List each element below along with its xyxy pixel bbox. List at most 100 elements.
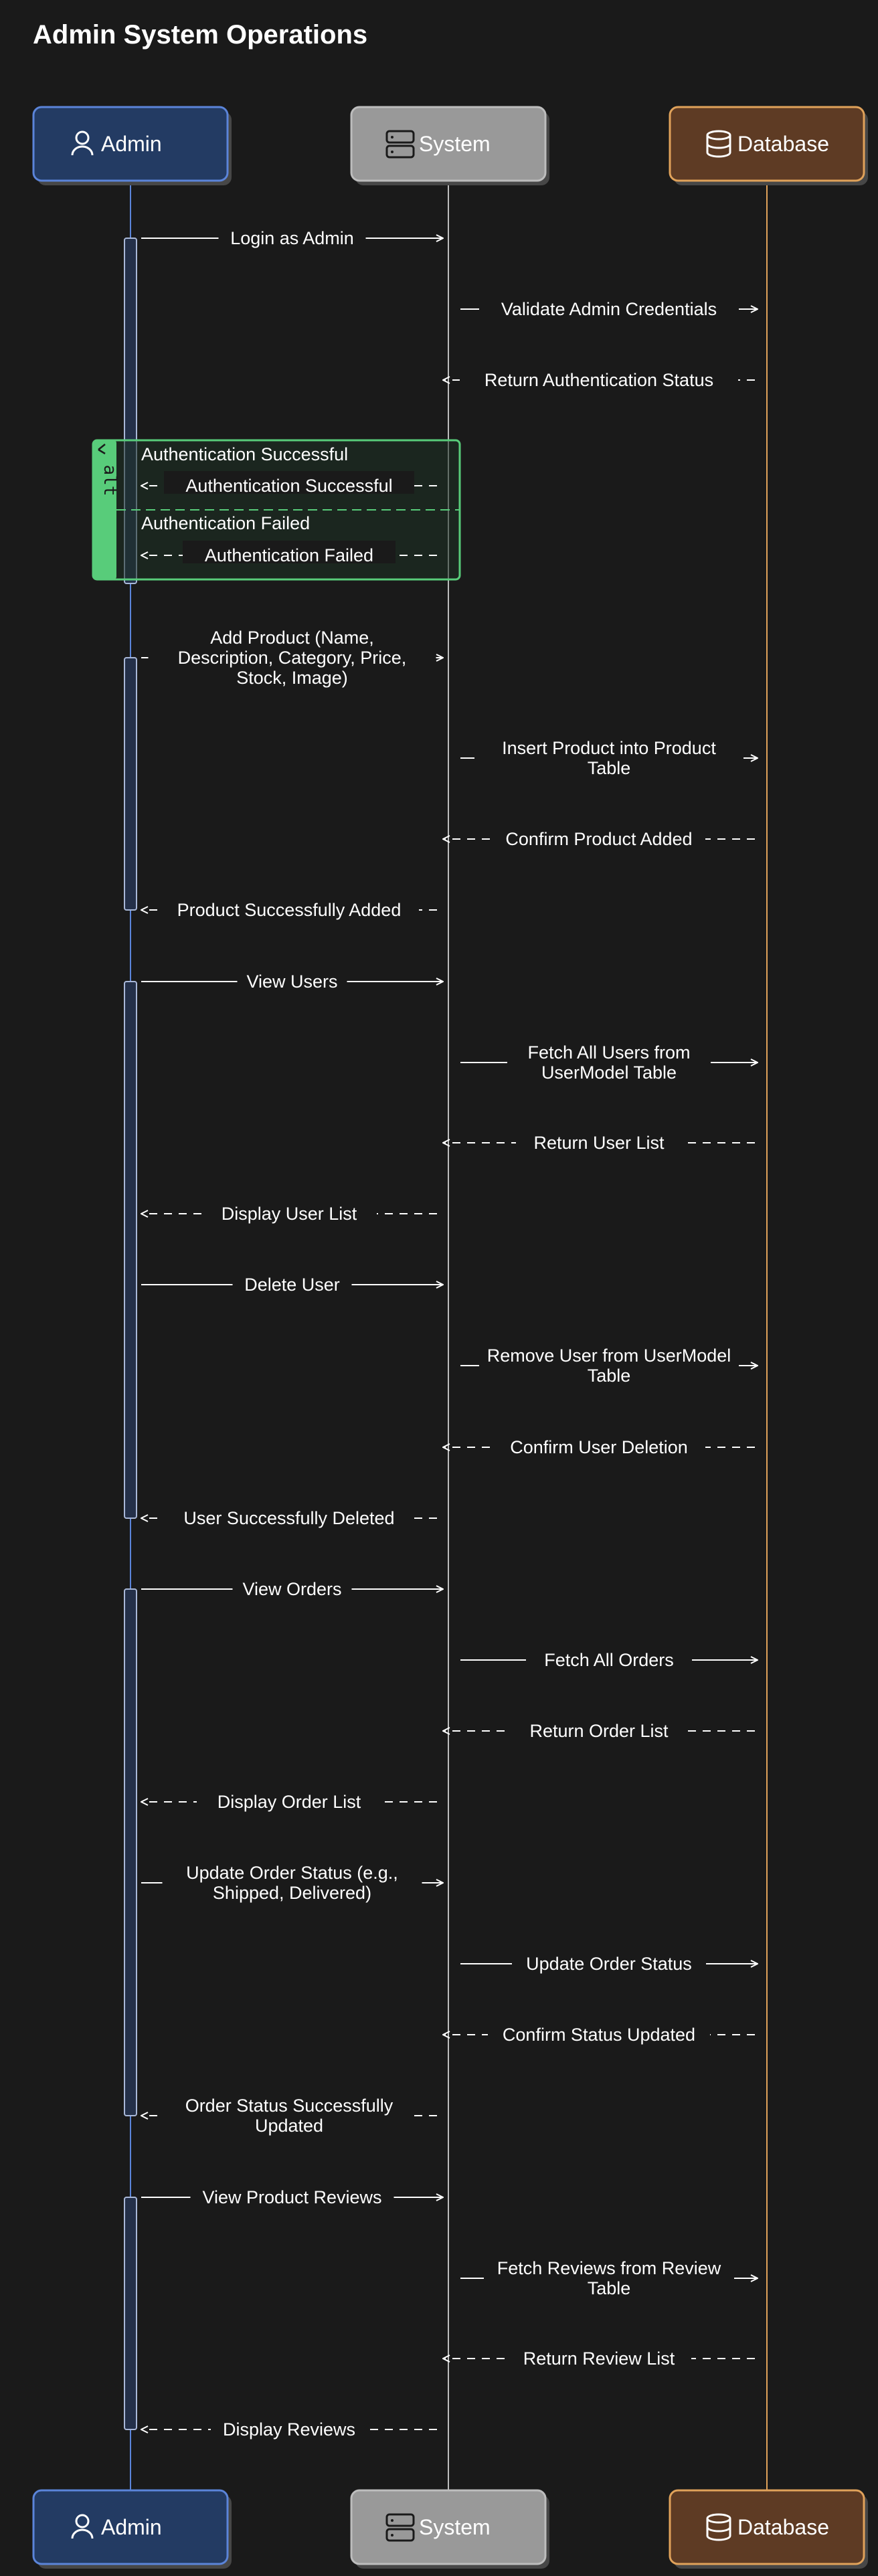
message-12: Display User List bbox=[141, 1199, 437, 1224]
message-label-bg bbox=[526, 1645, 692, 1668]
message-label-bg bbox=[488, 2020, 710, 2043]
message-27: Return Review List bbox=[443, 2344, 755, 2369]
message-label: Confirm User Deletion bbox=[510, 1437, 688, 1457]
message-label-bg bbox=[484, 2253, 734, 2296]
message-label-bg bbox=[479, 294, 739, 317]
message-2: Return Authentication Status bbox=[443, 365, 755, 390]
message-label-bg bbox=[159, 895, 419, 918]
actor-admin-top[interactable]: Admin bbox=[32, 106, 232, 185]
actor-box bbox=[350, 106, 547, 182]
message-label-bg bbox=[493, 824, 705, 847]
message-label: Updated bbox=[255, 2116, 323, 2136]
message-label: Remove User from UserModel bbox=[487, 1346, 731, 1366]
actor-system-bottom[interactable]: System bbox=[350, 2489, 549, 2569]
message-7: Confirm Product Added bbox=[443, 824, 755, 849]
message-label-bg bbox=[474, 733, 743, 776]
message-label: View Users bbox=[246, 972, 337, 992]
message-label-bg bbox=[237, 967, 347, 990]
message-1: Validate Admin Credentials bbox=[460, 294, 758, 319]
message-label: View Orders bbox=[242, 1579, 341, 1599]
actor-admin-bottom[interactable]: Admin bbox=[32, 2489, 232, 2569]
user-icon bbox=[71, 2514, 94, 2539]
message-label: Validate Admin Credentials bbox=[501, 299, 717, 319]
message-label-bg bbox=[516, 1128, 682, 1151]
message-label-bg bbox=[162, 1858, 422, 1901]
user-icon bbox=[71, 130, 94, 156]
message-label: Table bbox=[588, 758, 631, 778]
message-label: Login as Admin bbox=[230, 228, 354, 248]
message-label: Table bbox=[588, 1366, 631, 1386]
message-label: Confirm Product Added bbox=[505, 829, 692, 849]
message-label-bg bbox=[190, 2183, 394, 2205]
message-label: Product Successfully Added bbox=[177, 900, 402, 920]
message-17: View Orders bbox=[141, 1574, 443, 1599]
message-label: Shipped, Delivered) bbox=[213, 1883, 371, 1903]
server-icon bbox=[385, 130, 415, 159]
actor-box bbox=[669, 2489, 865, 2565]
message-label-bg bbox=[493, 1433, 705, 1455]
actor-database-top[interactable]: Database bbox=[669, 106, 868, 185]
message-5: Add Product (Name,Description, Category,… bbox=[141, 623, 443, 688]
actor-label: System bbox=[419, 2515, 491, 2539]
message-19: Return Order List bbox=[443, 1716, 755, 1741]
actor-box bbox=[350, 2489, 547, 2565]
alt-tag: alt bbox=[100, 465, 120, 496]
message-label: Confirm Status Updated bbox=[503, 2025, 695, 2045]
actor-label: System bbox=[419, 132, 491, 156]
message-label: Authentication Successful bbox=[185, 476, 392, 496]
message-18: Fetch All Orders bbox=[460, 1645, 758, 1670]
message-3: Authentication Successful bbox=[141, 471, 437, 496]
actor-label: Admin bbox=[101, 132, 162, 156]
message-4: Authentication Failed bbox=[141, 541, 437, 565]
message-28: Display Reviews bbox=[141, 2415, 437, 2440]
message-13: Delete User bbox=[141, 1270, 443, 1295]
message-label: View Product Reviews bbox=[202, 2187, 381, 2207]
message-label: Return User List bbox=[533, 1133, 665, 1153]
message-20: Display Order List bbox=[141, 1787, 437, 1812]
actor-database-bottom[interactable]: Database bbox=[669, 2489, 868, 2569]
actor-box bbox=[32, 2489, 229, 2565]
message-label: User Successfully Deleted bbox=[183, 1508, 394, 1528]
message-label-bg bbox=[183, 541, 396, 563]
message-label: Stock, Image) bbox=[236, 668, 348, 688]
message-11: Return User List bbox=[443, 1128, 755, 1153]
message-0: Login as Admin bbox=[141, 223, 443, 248]
message-21: Update Order Status (e.g.,Shipped, Deliv… bbox=[141, 1858, 443, 1903]
message-label-bg bbox=[460, 365, 738, 388]
message-label: Description, Category, Price, bbox=[178, 648, 407, 668]
message-label: Table bbox=[588, 2278, 631, 2298]
alt-section-label: Authentication Failed bbox=[141, 513, 310, 533]
message-label: Order Status Successfully bbox=[185, 2096, 393, 2116]
message-label-bg bbox=[479, 1341, 739, 1384]
message-label-bg bbox=[211, 2415, 367, 2437]
message-label: UserModel Table bbox=[541, 1063, 677, 1083]
activation-bar bbox=[124, 2197, 137, 2430]
message-label: Display Reviews bbox=[223, 2419, 355, 2440]
message-label-bg bbox=[507, 2344, 691, 2367]
activation-bar bbox=[124, 657, 137, 911]
message-25: View Product Reviews bbox=[141, 2183, 443, 2207]
alt-tag-bar bbox=[93, 440, 116, 579]
message-23: Confirm Status Updated bbox=[443, 2020, 755, 2045]
actor-system-top[interactable]: System bbox=[350, 106, 549, 185]
message-label: Fetch Reviews from Review bbox=[497, 2258, 721, 2278]
message-label-bg bbox=[512, 1949, 706, 1972]
message-8: Product Successfully Added bbox=[141, 895, 437, 920]
database-icon bbox=[706, 2513, 731, 2541]
message-label: Add Product (Name, bbox=[210, 628, 374, 648]
message-label: Fetch All Users from bbox=[527, 1042, 690, 1063]
message-22: Update Order Status bbox=[460, 1949, 758, 1974]
actor-label: Admin bbox=[101, 2515, 162, 2539]
message-label: Delete User bbox=[244, 1275, 340, 1295]
database-icon bbox=[706, 130, 731, 158]
message-label-bg bbox=[218, 223, 366, 246]
message-label: Display Order List bbox=[217, 1792, 361, 1812]
page-title: Admin System Operations bbox=[33, 20, 368, 50]
message-label-bg bbox=[232, 1574, 352, 1597]
message-9: View Users bbox=[141, 967, 443, 992]
message-label-bg bbox=[164, 1503, 414, 1526]
